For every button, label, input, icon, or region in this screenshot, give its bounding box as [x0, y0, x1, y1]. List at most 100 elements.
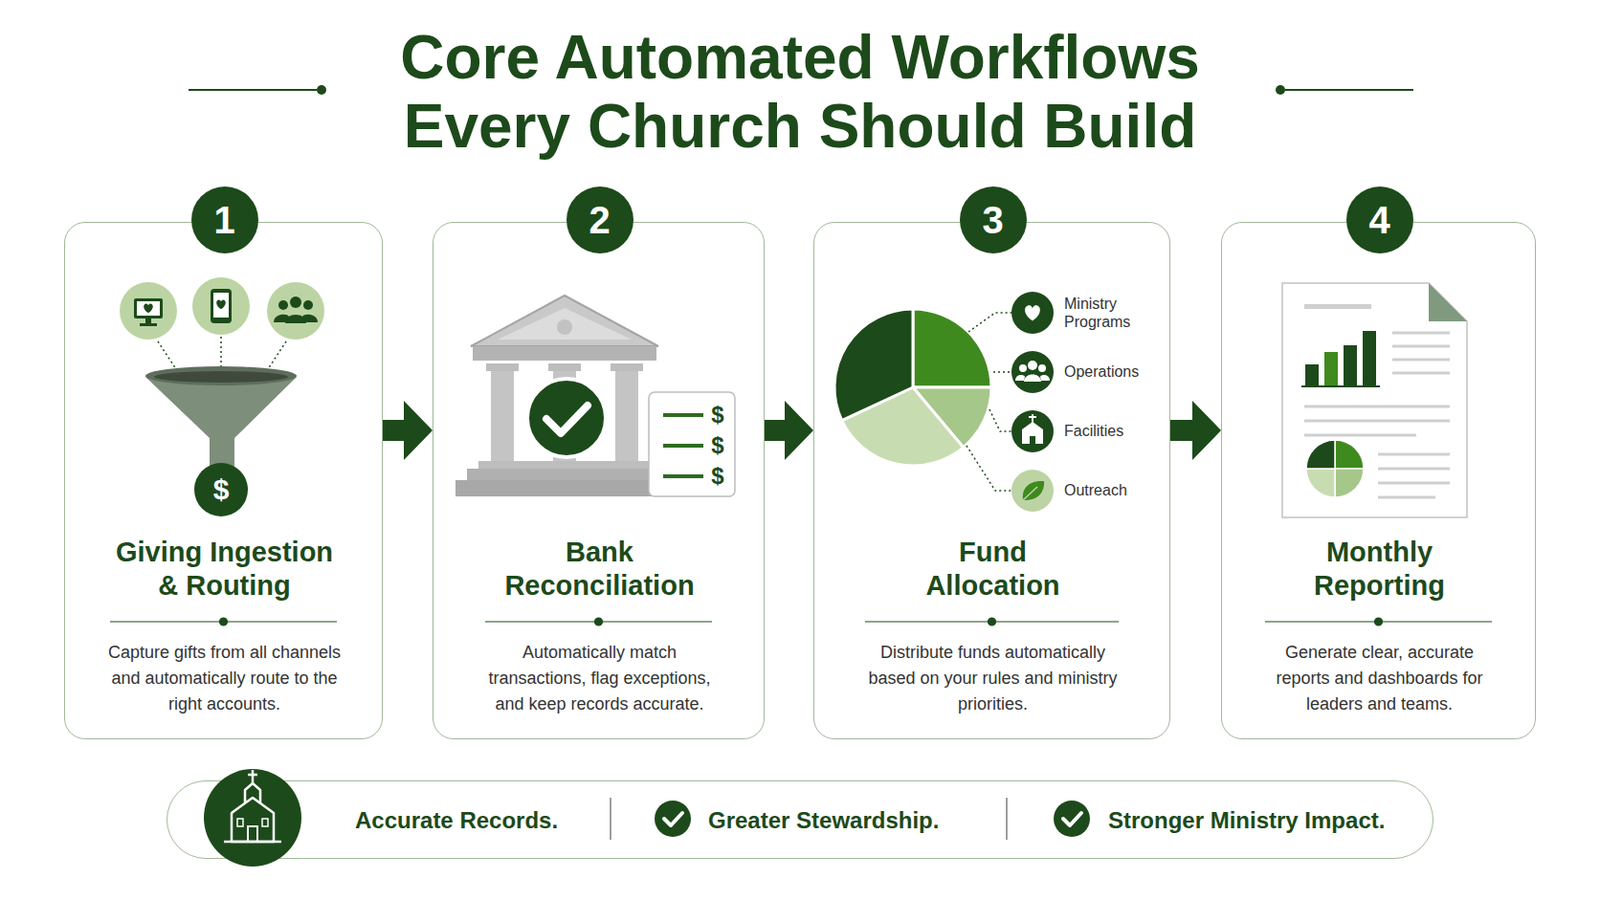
- title-rule: [1275, 85, 1286, 95]
- report-document: [1377, 453, 1450, 457]
- giving-channels-icon: [119, 282, 178, 340]
- allocation-pie: [912, 309, 992, 388]
- church-badge: [231, 798, 274, 843]
- card-divider: [1375, 618, 1383, 626]
- giving-channels-icon: [264, 341, 287, 376]
- funnel-icon: [145, 366, 297, 517]
- bank-icon: [546, 405, 588, 434]
- church-badge: [237, 819, 244, 827]
- church-badge: [247, 774, 258, 778]
- card-description: Capture gifts from all channels and auto…: [92, 640, 356, 718]
- giving-channels-icon: [289, 296, 302, 309]
- fund-icon: [1011, 469, 1054, 512]
- church-badge: [223, 841, 282, 845]
- check-badge: [654, 800, 691, 838]
- check-badge: [1063, 813, 1082, 826]
- process-card: 4Monthly ReportingGenerate clear, accura…: [1221, 222, 1536, 740]
- check-badge: [654, 800, 1090, 838]
- ledger-icon: [648, 392, 735, 497]
- fund-icon: [1022, 481, 1045, 501]
- step-number: 1: [191, 186, 259, 254]
- benefit-text: Greater Stewardship.: [708, 807, 939, 835]
- giving-channels-icon: [143, 303, 154, 313]
- report-document: [1392, 332, 1450, 335]
- card-heading: Bank Reconciliation: [475, 535, 725, 603]
- bank-icon: [490, 371, 514, 462]
- report-document: [1377, 496, 1436, 500]
- leader-line: [966, 445, 1012, 491]
- bank-icon: [615, 371, 639, 462]
- giving-channels-icon: [136, 301, 160, 316]
- bank-icon: [470, 295, 659, 347]
- ledger-icon: [663, 413, 704, 418]
- step-number-text: 4: [1346, 186, 1414, 254]
- giving-channels-icon: [119, 277, 325, 376]
- giving-channels-icon: [273, 314, 289, 323]
- bank-icon: [527, 378, 606, 458]
- card-divider: [110, 621, 337, 623]
- report-document: [1392, 372, 1450, 376]
- card-divider: [865, 621, 1119, 623]
- bank-icon: [497, 308, 632, 340]
- ledger-icon: [663, 474, 704, 479]
- leader-line: [989, 409, 1012, 432]
- step-number: 4: [1346, 186, 1414, 254]
- report-document: [1377, 467, 1450, 471]
- check-badge: [1053, 800, 1090, 838]
- report-document: [1362, 331, 1377, 386]
- report-document: [1392, 358, 1450, 362]
- report-document: [1343, 345, 1357, 386]
- report-document: [1304, 405, 1450, 409]
- bank-icon: [553, 371, 577, 462]
- report-document: [1301, 385, 1380, 388]
- giving-channels-icon: [145, 318, 152, 324]
- step-number: 3: [959, 186, 1027, 254]
- leader-line: [966, 312, 1012, 491]
- check-badge: [664, 813, 683, 826]
- card-divider: [220, 618, 228, 626]
- band-separator: [1005, 798, 1008, 841]
- fund-icon: [1029, 436, 1036, 445]
- process-card: 2Bank ReconciliationAutomatically match …: [432, 222, 765, 740]
- card-heading: Fund Allocation: [907, 535, 1080, 603]
- funnel-icon: [154, 371, 289, 383]
- report-document: [1306, 440, 1364, 498]
- allocation-pie: [842, 387, 964, 467]
- card-description: Automatically match transactions, flag e…: [474, 640, 726, 718]
- bank-icon: [472, 346, 657, 361]
- report-document: [1334, 440, 1364, 469]
- card-divider: [1265, 621, 1492, 623]
- giving-channels-icon: [157, 341, 180, 376]
- fund-icon: [1023, 375, 1042, 383]
- step-number-text: 1: [191, 186, 259, 254]
- process-card: 3Fund AllocationDistribute funds automat…: [813, 222, 1171, 740]
- giving-channels-icon: [213, 292, 229, 318]
- card-description: Generate clear, accurate reports and das…: [1273, 640, 1487, 718]
- benefit-text: Stronger Ministry Impact.: [1108, 807, 1385, 835]
- funnel-icon: [145, 377, 297, 469]
- church-badge: [262, 819, 268, 827]
- report-document: [1392, 345, 1450, 349]
- bank-icon: [548, 363, 581, 372]
- church-badge: [247, 826, 258, 843]
- process-card: 1Giving Ingestion & RoutingCapture gifts…: [64, 222, 383, 740]
- card-divider: [595, 618, 603, 626]
- report-document: [1305, 364, 1319, 386]
- report-document: [1304, 420, 1450, 423]
- giving-channels-icon: [303, 300, 313, 311]
- bank-icon: [556, 319, 573, 335]
- allocation-pie: [834, 309, 913, 422]
- giving-channels-icon: [216, 299, 226, 310]
- church-badge: [203, 769, 302, 867]
- flow-arrow: [764, 400, 814, 461]
- bank-icon: [610, 363, 644, 372]
- fund-icon: [1024, 305, 1041, 321]
- allocation-pie: [912, 387, 992, 448]
- bank-icon: [455, 295, 674, 497]
- fund-icon: [1011, 351, 1054, 394]
- step-number: 2: [566, 186, 634, 254]
- step-number-text: 3: [959, 186, 1027, 254]
- report-document: [1334, 468, 1364, 498]
- funnel-icon: [194, 463, 248, 517]
